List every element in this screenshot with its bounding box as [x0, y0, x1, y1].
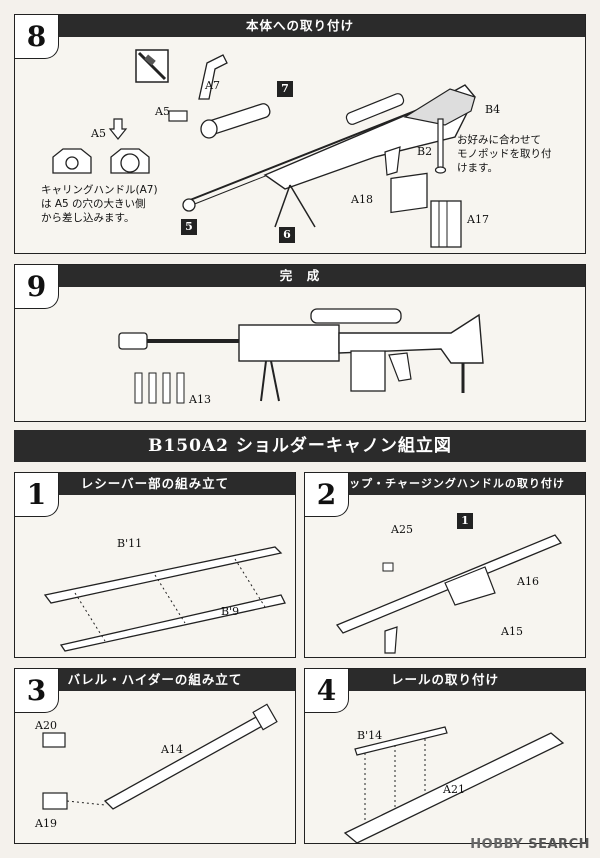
- carrying-handle-part: [198, 54, 228, 100]
- callout-box-7: 7: [277, 81, 293, 97]
- label-a15: A15: [501, 625, 523, 638]
- a18-part: [390, 172, 428, 214]
- callout-box-6: 6: [279, 227, 295, 243]
- arrow-down-icon: [108, 118, 128, 140]
- section-title: B150A2 ショルダーキャノン組立図: [14, 430, 586, 462]
- sub-4-number: 4: [305, 669, 349, 713]
- a5-part: [168, 110, 188, 122]
- completed-rifle: [118, 308, 484, 402]
- sub-1-number: 1: [15, 473, 59, 517]
- sub-1-title: レシーバー部の組み立て: [15, 473, 295, 495]
- callout-box-1: 1: [457, 513, 473, 529]
- watermark-suffix: SEARCH: [528, 837, 590, 852]
- label-a17: A17: [467, 213, 489, 226]
- receiver-with-grip: [335, 534, 563, 654]
- label-b2: B2: [417, 145, 433, 158]
- magazine-part: [430, 200, 462, 248]
- label-a18: A18: [351, 193, 373, 206]
- callout-box-5: 5: [181, 219, 197, 235]
- receiver-parts: [43, 546, 286, 652]
- note-monopod: お好みに合わせて モノポッドを取り付 けます。: [457, 134, 552, 174]
- label-a19: A19: [35, 817, 57, 830]
- sub-1-panel: レシーバー部の組み立て 1 B'11 B'9: [14, 472, 296, 658]
- barrel-parts: [42, 703, 278, 810]
- label-a7: A7: [205, 79, 220, 92]
- bullets-part: [134, 372, 185, 404]
- watermark-brand: HOBBY: [470, 837, 524, 852]
- label-b4: B4: [485, 103, 501, 116]
- sub-2-panel: グリップ・チャージングハンドルの取り付け 2 A25 1 A16 A15: [304, 472, 586, 658]
- label-a16: A16: [517, 575, 539, 588]
- label-a14: A14: [161, 743, 183, 756]
- rifle-assembly: [182, 84, 476, 228]
- sub-2-title: グリップ・チャージングハンドルの取り付け: [305, 473, 585, 495]
- label-a13: A13: [189, 393, 211, 406]
- step-8-number: 8: [15, 15, 59, 59]
- step-8-title: 本体への取り付け: [15, 15, 585, 37]
- sub-3-number: 3: [15, 669, 59, 713]
- step-9-number: 9: [15, 265, 59, 309]
- a5-detail-part: [52, 148, 150, 174]
- step-9-title: 完 成: [15, 265, 585, 287]
- step-9-panel: 完 成 9 A13: [14, 264, 586, 422]
- label-a25: A25: [391, 523, 413, 536]
- label-a20: A20: [35, 719, 57, 732]
- label-a5: A5: [155, 105, 170, 118]
- sub-2-number: 2: [305, 473, 349, 517]
- scope-part: [200, 103, 271, 139]
- sub-4-panel: レールの取り付け 4 B'14 A21: [304, 668, 586, 844]
- crossed-part-icon: [135, 49, 169, 83]
- label-a5-detail: A5: [91, 127, 106, 140]
- note-carrying-handle: キャリングハンドル(A7) は A5 の穴の大きい側 から差し込みます。: [41, 184, 158, 224]
- monopod-part: [434, 118, 447, 174]
- sub-3-panel: バレル・ハイダーの組み立て 3 A20 A14 A19: [14, 668, 296, 844]
- watermark: HOBBY SEARCH: [470, 837, 590, 852]
- sub-4-title: レールの取り付け: [305, 669, 585, 691]
- rail-parts: [343, 726, 565, 844]
- sub-3-title: バレル・ハイダーの組み立て: [15, 669, 295, 691]
- label-b11: B'11: [117, 537, 143, 550]
- label-b14: B'14: [357, 729, 383, 742]
- label-b9: B'9: [221, 605, 240, 618]
- label-a21: A21: [443, 783, 465, 796]
- step-8-panel: 本体への取り付け 8 A7 A5 7 5 6 B4 B2 A18: [14, 14, 586, 254]
